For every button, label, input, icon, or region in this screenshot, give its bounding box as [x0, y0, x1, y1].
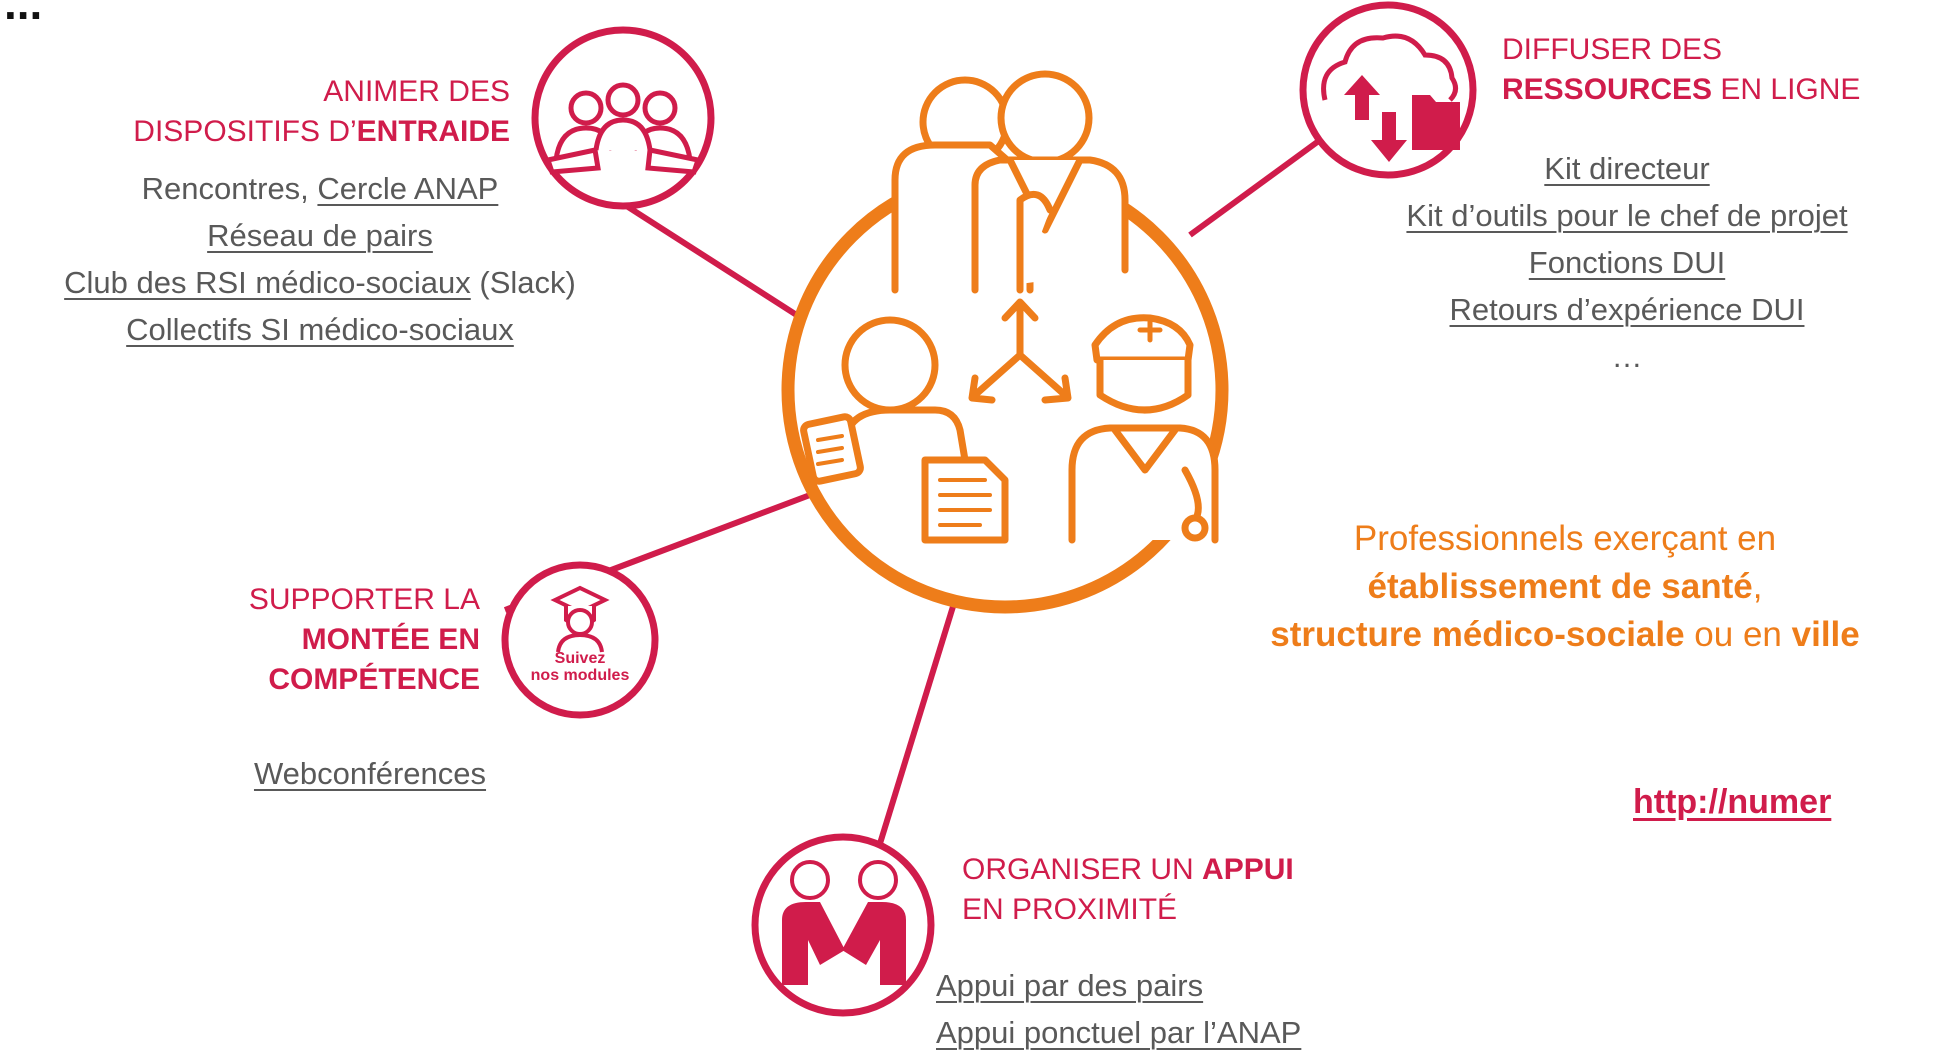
ressources-links: Kit directeur Kit d’outils pour le chef …: [1320, 145, 1934, 380]
professionnels-tagline: Professionnels exerçant en établissement…: [1205, 515, 1925, 659]
appui-ponctuel-anap-link[interactable]: Appui ponctuel par l’ANAP: [936, 1015, 1302, 1050]
competence-heading: SUPPORTER LA MONTÉE EN COMPÉTENCE: [160, 580, 480, 700]
entraide-heading-line1: ANIMER DES: [323, 75, 510, 108]
competence-heading-line1: SUPPORTER LA: [248, 583, 480, 616]
entraide-icon-circle: [531, 26, 715, 210]
handshake-icon: [782, 860, 906, 985]
url-clip: http://numer: [1633, 783, 1934, 822]
cloud-upload-download-icon: [1321, 33, 1460, 162]
entraide-line1: Rencontres, Cercle ANAP: [0, 165, 640, 212]
appui-heading-line1: ORGANISER UN APPUI: [962, 853, 1294, 886]
appui-links: Appui par des pairs Appui ponctuel par l…: [936, 962, 1436, 1056]
webconferences-link[interactable]: Webconférences: [253, 756, 487, 791]
ressources-heading-line1: DIFFUSER DES: [1502, 33, 1723, 66]
ressources-icon-circle: [1299, 1, 1477, 179]
central-hub: [781, 70, 1229, 614]
tagline-line1: Professionnels exerçant en: [1353, 519, 1777, 558]
tagline-line2: établissement de santé,: [1367, 567, 1763, 606]
reseau-de-pairs-link[interactable]: Réseau de pairs: [207, 218, 433, 253]
entraide-heading: ANIMER DES DISPOSITIFS D’ENTRAIDE: [60, 72, 510, 152]
graduate-icon: [550, 585, 610, 653]
connector-appui: [875, 599, 958, 851]
fonctions-dui-link[interactable]: Fonctions DUI: [1528, 245, 1726, 280]
ressources-heading: DIFFUSER DES RESSOURCES EN LIGNE: [1502, 30, 1922, 110]
slack-suffix: (Slack): [470, 265, 576, 300]
competence-heading-line3: COMPÉTENCE: [268, 663, 480, 696]
ressources-ellipsis: …: [1611, 339, 1643, 374]
group-meeting-icon: [544, 82, 702, 175]
competence-links: Webconférences: [220, 750, 520, 797]
top-title-fragment: ...: [4, 0, 43, 29]
badge-line2: nos modules: [530, 667, 630, 684]
kit-directeur-link[interactable]: Kit directeur: [1544, 151, 1710, 186]
tagline-line3: structure médico-sociale ou en ville: [1270, 615, 1860, 654]
club-rsi-link[interactable]: Club des RSI médico-sociaux: [64, 265, 471, 300]
suivez-nos-modules-badge[interactable]: Suivez nos modules: [520, 650, 640, 684]
appui-heading: ORGANISER UN APPUI EN PROXIMITÉ: [962, 850, 1382, 930]
healthcare-professionals-icon: [800, 70, 1219, 544]
collectifs-si-link[interactable]: Collectifs SI médico-sociaux: [126, 312, 514, 347]
kit-outils-chef-projet-link[interactable]: Kit d’outils pour le chef de projet: [1406, 198, 1848, 233]
competence-heading-line2: MONTÉE EN: [301, 623, 480, 656]
entraide-links: Rencontres, Cercle ANAP Réseau de pairs …: [0, 165, 640, 353]
badge-line1: Suivez: [554, 650, 606, 667]
numerique-url-link[interactable]: http://numer: [1633, 783, 1832, 821]
retours-experience-dui-link[interactable]: Retours d’expérience DUI: [1449, 292, 1805, 327]
cercle-anap-link[interactable]: Cercle ANAP: [317, 171, 499, 206]
connector-ressources: [1188, 137, 1322, 238]
appui-par-des-pairs-link[interactable]: Appui par des pairs: [936, 968, 1204, 1003]
connector-entraide: [623, 202, 822, 333]
appui-heading-line2: EN PROXIMITÉ: [962, 893, 1178, 926]
rencontres-text: Rencontres,: [141, 171, 318, 206]
competence-icon-circle: [501, 561, 659, 719]
appui-icon-circle: [751, 833, 935, 1017]
ressources-heading-line2: RESSOURCES EN LIGNE: [1502, 73, 1861, 106]
entraide-heading-line2: DISPOSITIFS D’ENTRAIDE: [133, 115, 510, 148]
